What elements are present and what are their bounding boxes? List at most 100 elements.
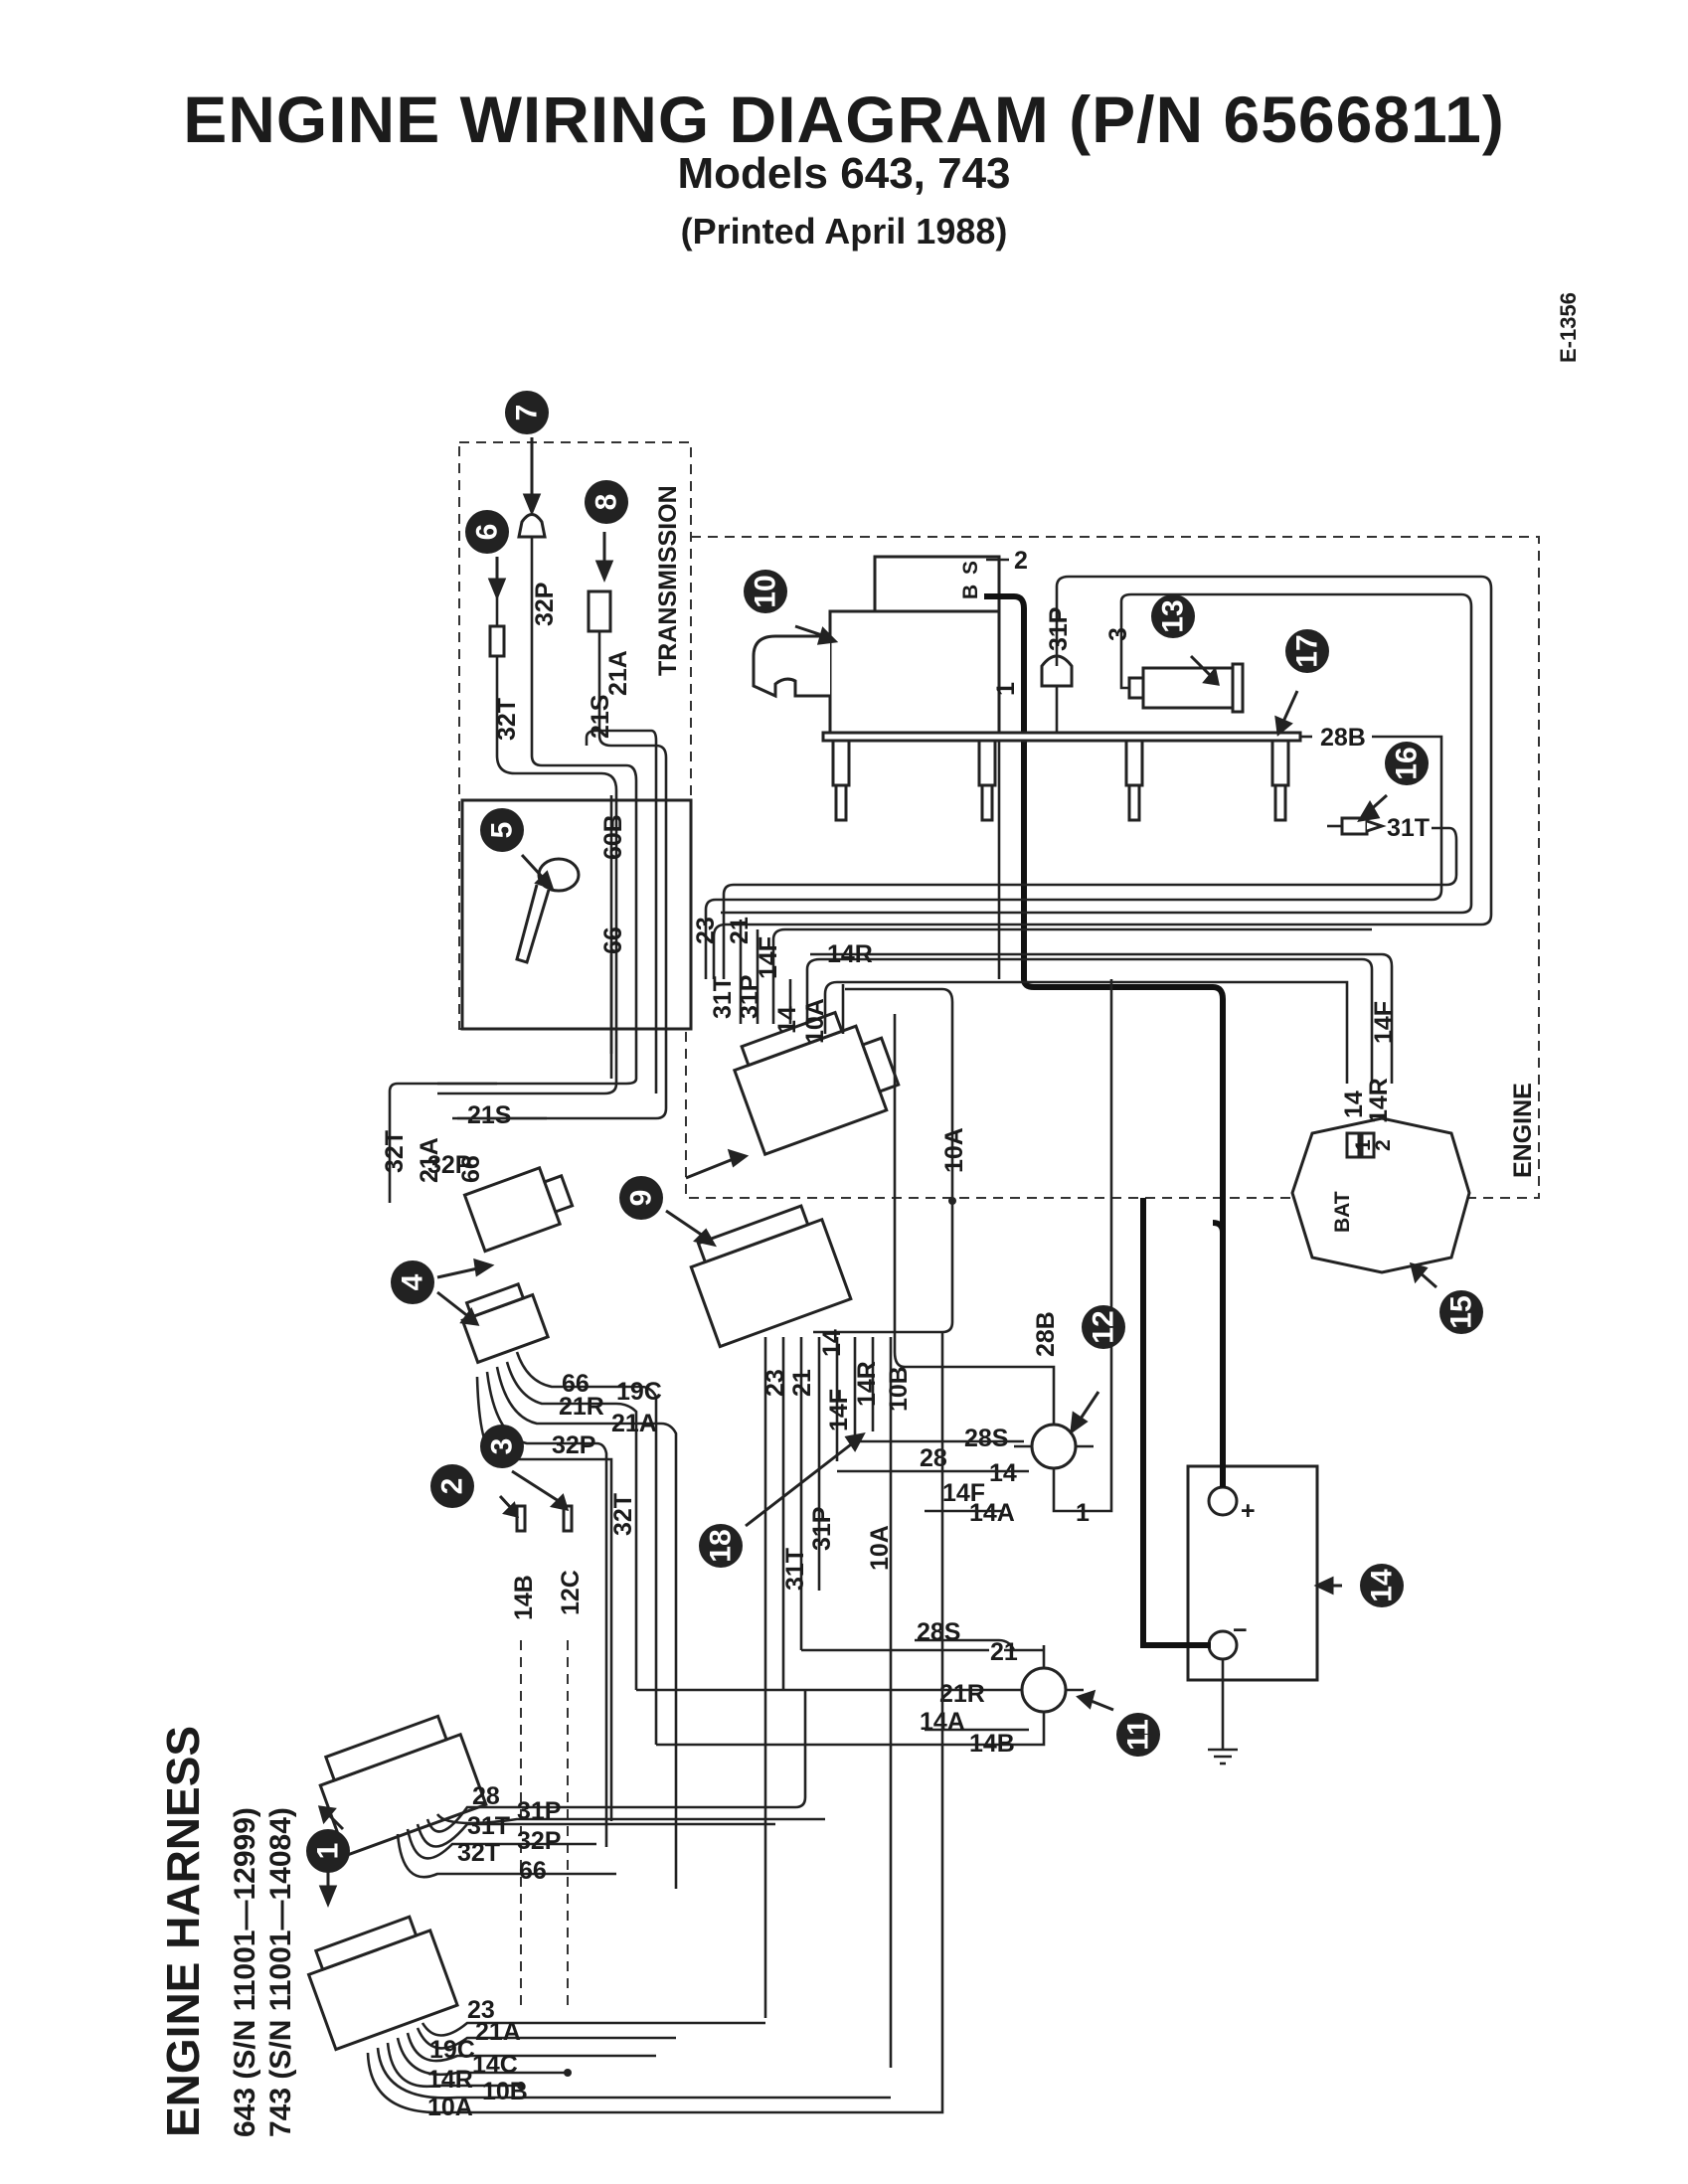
callout-15: 15: [1439, 1290, 1483, 1334]
callout-1: 1: [306, 1829, 350, 1873]
transmission-label: TRANSMISSION: [654, 485, 682, 676]
connector-9-upper: [732, 1010, 901, 1157]
wire-label-10b-h: 10B: [482, 2078, 528, 2105]
wire-21: [771, 927, 1372, 1024]
wire-label-1: 1: [992, 682, 1020, 696]
battery-negative-cable: [1140, 1198, 1211, 1648]
page-title: ENGINE WIRING DIAGRAM (P/N 6566811): [183, 83, 1505, 156]
wire-label-19c-h: 19C: [429, 2036, 475, 2064]
alternator-15: [1290, 1116, 1471, 1274]
key-switch-12: [1014, 1402, 1094, 1486]
wire-label-14f-c: 14F: [942, 1479, 985, 1507]
callout-17: 17: [1285, 629, 1329, 673]
wire-label-14b-b: 14B: [969, 1730, 1015, 1758]
wire-label-21s-b: 21S: [467, 1101, 511, 1129]
wire-21s: [585, 729, 658, 1093]
wire-label-32t-b: 32T: [381, 1130, 409, 1173]
alternator-bat-label: BAT: [1331, 1191, 1354, 1233]
wire-label-32t-h: 32T: [457, 1839, 500, 1867]
svg-text:8: 8: [591, 494, 623, 511]
callout-10: 10: [744, 570, 787, 613]
callout-11: 11: [1116, 1713, 1160, 1757]
terminal-b: B: [959, 585, 982, 599]
wire-28s-b: [915, 1638, 1016, 1651]
wire-label-21: 21: [726, 917, 754, 944]
wire-label-66-c: 66: [562, 1370, 590, 1398]
svg-text:11: 11: [1122, 1719, 1155, 1751]
svg-text:1: 1: [312, 1843, 345, 1860]
wire-66-h2: [396, 1833, 616, 1879]
wire-3: [721, 592, 1473, 915]
wire-label-10a-b: 10A: [866, 1525, 894, 1571]
wire-label-10a-h: 10A: [427, 2094, 473, 2121]
callout-13: 13: [1151, 594, 1195, 638]
svg-text:3: 3: [486, 1438, 519, 1455]
wire-label-31t-sender: 31T: [1387, 814, 1430, 842]
svg-text:6: 6: [471, 524, 504, 541]
ground-symbol-icon: [1208, 1748, 1238, 1765]
harness-connector-743: [306, 1915, 459, 2052]
engine-box: [685, 536, 1540, 1199]
connector-2: [515, 1504, 527, 1533]
wire-label-3: 3: [1104, 627, 1132, 641]
glow-plug: [977, 739, 997, 822]
wire-1-to-switch: [1052, 979, 1113, 1513]
callout-9: 9: [619, 1176, 663, 1220]
wire-14f: [805, 957, 1374, 1084]
wire-label-23-b: 23: [761, 1369, 789, 1397]
wire-10a: [813, 987, 954, 1334]
wire-label-21a-h: 21A: [475, 2018, 521, 2046]
wire-21r: [505, 1361, 638, 1690]
wire-14b-to-switch: [656, 1735, 1046, 1747]
temperature-sender-16: [1327, 816, 1387, 836]
fuel-shutoff-13: [1127, 662, 1245, 714]
glow-plug: [1270, 739, 1290, 822]
wire-label-23: 23: [692, 917, 720, 944]
svg-text:5: 5: [486, 822, 519, 839]
callout-7: 7: [505, 391, 549, 434]
wire-label-28b-b: 28B: [1032, 1311, 1060, 1357]
wire-label-12c: 12C: [557, 1570, 585, 1615]
wire-28-h: [425, 1690, 807, 1833]
wire-14: [823, 980, 1349, 1084]
transmission-switch-8: [587, 589, 612, 656]
transmission-switch-7: [517, 513, 547, 562]
wire-32t: [437, 676, 618, 1095]
oil-pressure-switch: [1040, 654, 1074, 733]
wire-label-14f: 14F: [755, 936, 782, 979]
svg-text:15: 15: [1445, 1295, 1478, 1328]
wire-label-28b: 28B: [1320, 724, 1366, 752]
svg-text:16: 16: [1391, 747, 1424, 779]
callout-3: 3: [480, 1425, 524, 1468]
battery-positive: +: [1241, 1497, 1256, 1525]
wire-31t-h2: [416, 1822, 775, 1848]
wire-label-28s-b: 28S: [917, 1618, 960, 1646]
callout-2: 2: [430, 1464, 474, 1508]
wire-label-14: 14: [773, 1006, 801, 1034]
wire-label-10a-mid: 10A: [940, 1127, 968, 1173]
wire-label-21a-c: 21A: [611, 1410, 657, 1437]
wire-label-31t-b: 31T: [709, 976, 737, 1019]
wire-28b: [704, 735, 1443, 979]
wire-label-31p-b: 31P: [736, 975, 763, 1019]
svg-text:10: 10: [750, 575, 782, 607]
svg-text:4: 4: [397, 1273, 429, 1290]
wire-label-32p: 32P: [531, 583, 559, 626]
wire-label-31t-h: 31T: [467, 1812, 510, 1840]
wire-label-31p-h: 31P: [517, 1797, 561, 1825]
wire-label-32p-b: 32P: [427, 1151, 471, 1179]
wire-label-14b: 14B: [510, 1575, 538, 1620]
svg-text:7: 7: [511, 405, 544, 421]
transmission-switch-6: [488, 596, 506, 676]
wire-32p: [388, 562, 638, 1203]
wire-label-21a: 21A: [604, 650, 632, 696]
callout-18: 18: [699, 1524, 743, 1568]
svg-text:18: 18: [705, 1529, 738, 1562]
callout-14: 14: [1360, 1564, 1404, 1607]
figure-code: E-1356: [1556, 292, 1581, 363]
wire-label-14f-b: 14F: [825, 1389, 853, 1431]
wire-19c: [515, 1351, 658, 1745]
wire-label-21-b: 21: [788, 1369, 816, 1397]
